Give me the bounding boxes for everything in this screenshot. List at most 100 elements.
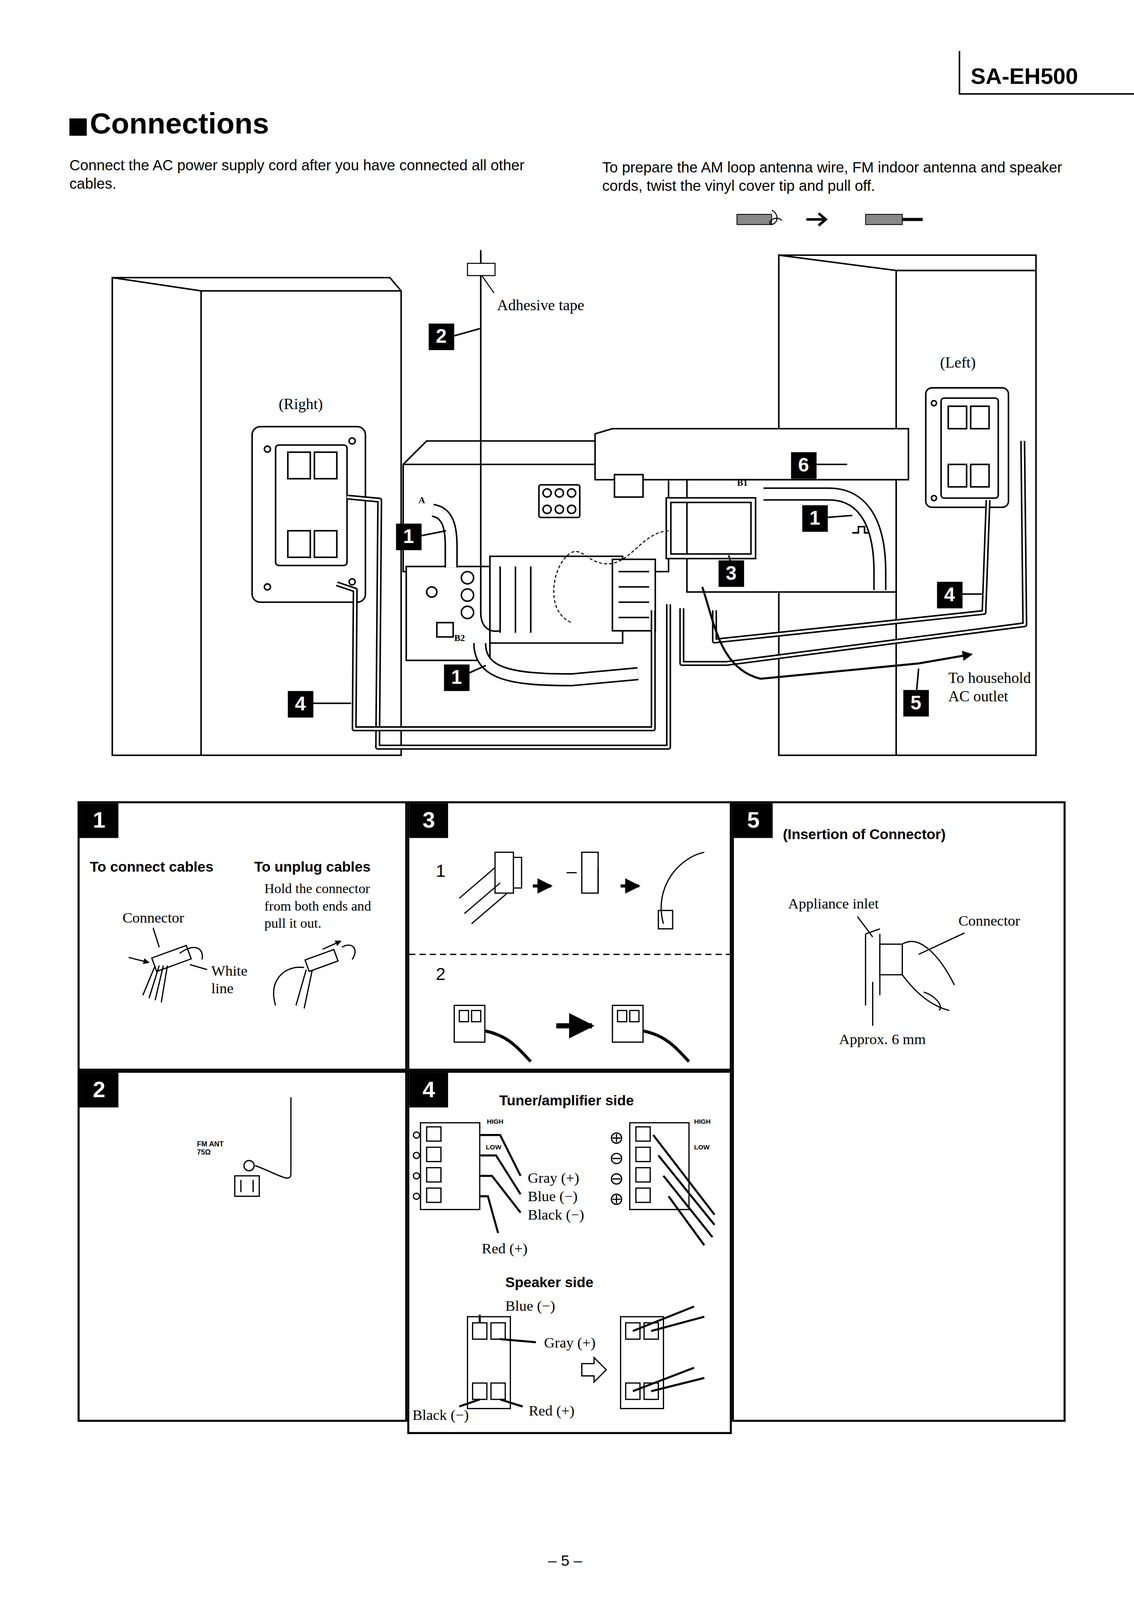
speaker-cord	[681, 440, 1025, 664]
connector-sketch	[142, 965, 168, 1003]
ribbon-cable	[432, 493, 880, 680]
panel-text: Connector	[958, 912, 1021, 930]
speaker-cord	[336, 583, 654, 729]
antenna-stand-sketch	[629, 1010, 639, 1022]
terminal-block-sketch	[472, 1383, 487, 1400]
text-label: (Left)	[940, 353, 976, 372]
callout-number: 1	[802, 505, 828, 532]
panel-text: (Insertion of Connector)	[782, 825, 946, 844]
stereo-unit	[595, 428, 909, 480]
terminal-block-sketch	[426, 1126, 441, 1141]
step-number: 1	[79, 803, 119, 838]
speaker-terminal-plate	[931, 495, 937, 501]
terminal-block-sketch	[413, 1172, 420, 1179]
text-label: A	[418, 495, 426, 507]
antenna-stand-sketch	[471, 1010, 481, 1022]
speaker-terminal-plate	[287, 452, 311, 479]
speaker-cord	[681, 440, 1025, 664]
stereo-unit	[543, 489, 552, 498]
terminal-block-sketch	[635, 1187, 651, 1203]
step-number: 2	[79, 1072, 119, 1108]
speaker-terminal-plate	[252, 426, 366, 603]
callout-leader	[311, 702, 351, 705]
stereo-unit	[461, 588, 474, 602]
antenna-stand-sketch	[459, 867, 508, 924]
title-square	[69, 118, 87, 137]
panel-text: Gray (+)	[527, 1169, 579, 1188]
terminal-block-sketch	[635, 1126, 651, 1141]
callout-leader	[467, 665, 486, 674]
stereo-unit	[489, 556, 623, 644]
panel-text: Appliance inlet	[787, 895, 879, 913]
stereo-unit	[614, 474, 644, 497]
panel-text: Approx. 6 mm	[839, 1030, 927, 1049]
antenna-stand-sketch	[484, 1030, 531, 1062]
panel-text: Connector	[122, 909, 185, 927]
callout-leader	[420, 530, 447, 536]
stereo-unit	[555, 489, 564, 498]
terminal-block-sketch	[413, 1193, 420, 1200]
speaker-cord	[336, 583, 654, 729]
step-number: 5	[733, 803, 773, 838]
stereo-unit	[461, 606, 474, 619]
terminal-block-sketch	[426, 1187, 441, 1203]
speaker-terminal-plate	[948, 464, 967, 487]
connector-sketch	[305, 949, 339, 972]
fm-terminal-sketch	[234, 1097, 291, 1197]
speaker-terminal-plate	[349, 578, 356, 585]
antenna-stand-sketch	[495, 852, 514, 894]
connector-sketch	[189, 964, 208, 970]
fm-antenna	[481, 275, 495, 294]
callout-number: 6	[791, 452, 817, 479]
header-rule	[959, 50, 1134, 94]
connector-sketch	[128, 957, 150, 963]
callout-leader	[916, 668, 919, 691]
callout-leader	[961, 593, 983, 595]
antenna-stand-sketch	[409, 953, 731, 956]
antenna-stand-sketch	[459, 1010, 469, 1022]
text-label: SA-EH500	[970, 63, 1078, 91]
ac-inlet-sketch	[857, 916, 873, 938]
terminal-block-sketch	[459, 1314, 536, 1407]
antenna-stand-sketch	[617, 1010, 627, 1022]
am-loop-antenna	[553, 530, 669, 623]
speaker-terminal-plate	[314, 452, 337, 479]
twist-icon	[769, 210, 782, 225]
speaker-cord	[336, 440, 1025, 748]
text-label: B2	[454, 632, 465, 645]
panel-text: Red (+)	[481, 1240, 528, 1258]
callout-leader	[814, 463, 847, 466]
twist-icon	[736, 214, 772, 225]
panel-text: LOW	[694, 1142, 710, 1152]
panel-text: Hold the connector from both ends and pu…	[264, 880, 389, 933]
header-rule	[959, 50, 1134, 94]
antenna-stand-sketch	[409, 852, 731, 1062]
terminal-block-sketch	[472, 1322, 487, 1339]
connector-sketch	[128, 927, 356, 1009]
ribbon-cable	[763, 493, 880, 590]
speaker-cabinet	[112, 277, 401, 756]
fm-terminal-sketch	[243, 1160, 255, 1171]
text-label: B1	[736, 477, 748, 489]
terminal-block-sketch	[490, 1322, 505, 1339]
antenna-stand-sketch	[513, 857, 522, 889]
panel-text: Blue (−)	[505, 1297, 556, 1316]
speaker-terminal-plate	[264, 583, 271, 590]
callout-leader	[454, 328, 480, 336]
stereo-unit	[567, 505, 576, 514]
panel-text: Black (−)	[412, 1406, 470, 1425]
panel-text: Gray (+)	[543, 1334, 596, 1352]
stereo-unit	[543, 505, 552, 514]
terminal-block-sketch	[612, 1134, 621, 1204]
stereo-unit	[500, 566, 532, 633]
am-loop-antenna	[668, 500, 754, 557]
text-label: Adhesive tape	[497, 296, 585, 315]
antenna-stand-sketch	[661, 852, 705, 924]
page-title: Connections	[89, 106, 270, 142]
stereo-unit	[567, 489, 576, 498]
speaker-terminal-plate	[931, 400, 937, 406]
panel-text: To connect cables	[89, 858, 214, 876]
antenna-stand-sketch	[556, 1023, 592, 1029]
